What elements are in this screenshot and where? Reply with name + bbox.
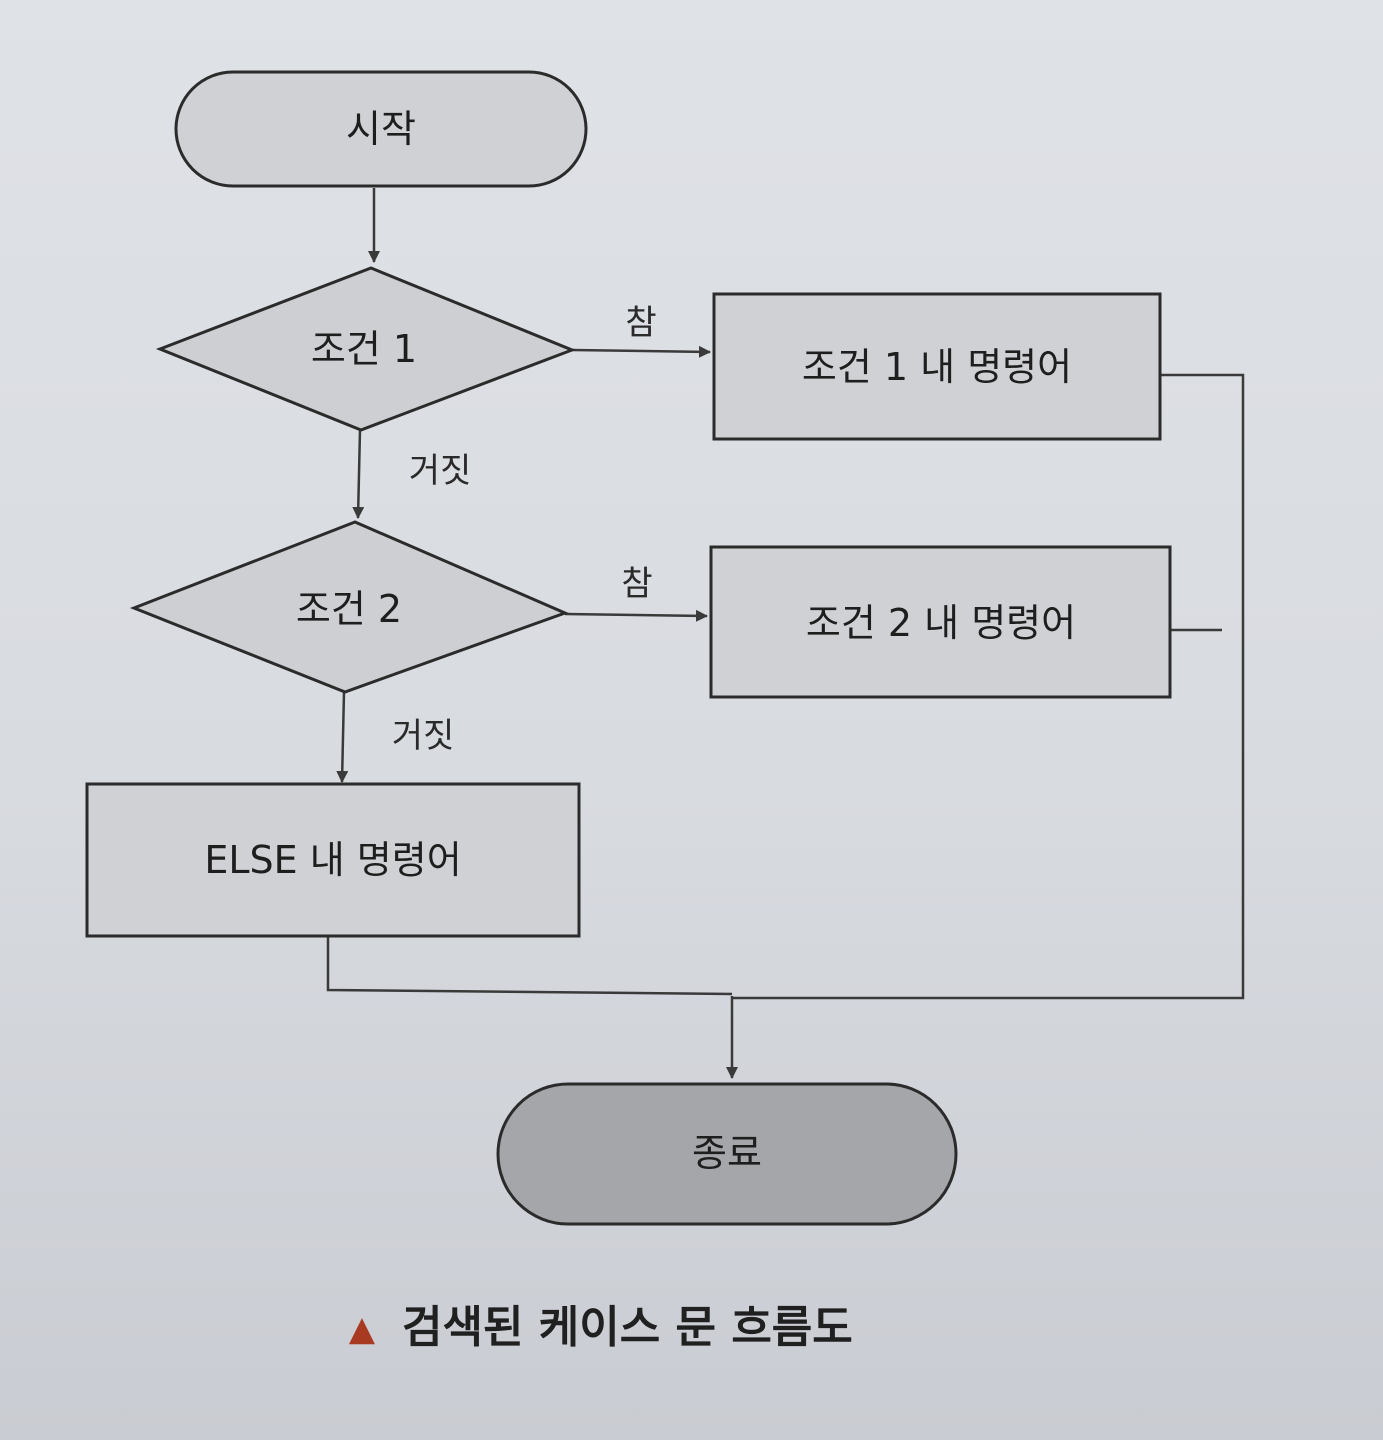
condition-1-node: 조건 1 (155, 266, 577, 432)
condition-1-command-node: 조건 1 내 명령어 (712, 292, 1162, 441)
condition-1-label: 조건 1 (311, 327, 417, 371)
label-false-2: 거짓 (392, 716, 455, 756)
edge-cond1-cond2 (352, 429, 365, 519)
label-true-2: 참 (621, 564, 652, 604)
figure-caption: ▲ 검색된 케이스 문 흐름도 (349, 1302, 853, 1353)
condition-2-node: 조건 2 (129, 520, 570, 694)
caption-marker: ▲ (349, 1309, 376, 1349)
edge-else-merge (326, 935, 733, 996)
edge-cond2-cmd2 (564, 609, 708, 622)
edge-cmd1-merge (732, 373, 1245, 1000)
end-node: 종료 (496, 1082, 958, 1226)
edge-cond2-else (336, 691, 349, 783)
caption-text: 검색된 케이스 문 흐름도 (402, 1302, 853, 1353)
else-command-node: ELSE 내 명령어 (85, 782, 581, 938)
label-true-1: 참 (625, 303, 656, 343)
condition-1-command-label: 조건 1 내 명령어 (802, 345, 1072, 389)
end-label: 종료 (692, 1131, 762, 1175)
condition-2-command-label: 조건 2 내 명령어 (806, 601, 1076, 645)
start-node: 시작 (174, 70, 588, 188)
condition-2-label: 조건 2 (296, 587, 402, 631)
start-label: 시작 (346, 107, 416, 151)
condition-2-command-node: 조건 2 내 명령어 (709, 545, 1172, 699)
edge-cond1-cmd1 (571, 345, 711, 358)
label-false-1: 거짓 (409, 451, 472, 491)
else-command-label: ELSE 내 명령어 (204, 838, 461, 882)
